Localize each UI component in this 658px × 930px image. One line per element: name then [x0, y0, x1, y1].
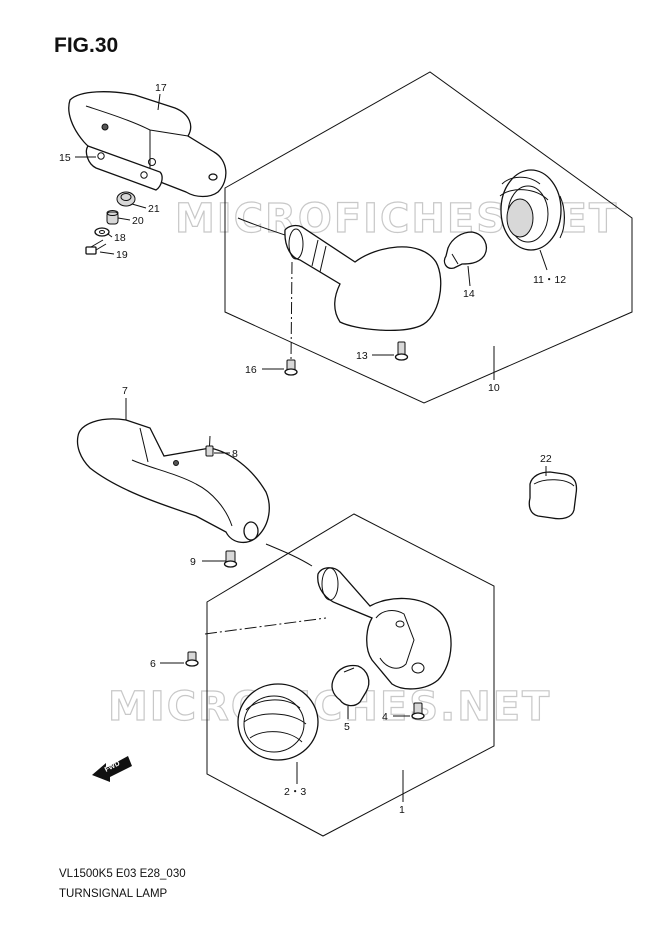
upper-assembly-outline: [224, 71, 633, 404]
model-code: VL1500K5 E03 E28_030: [59, 868, 186, 880]
bolt-19: [85, 239, 107, 255]
callout-21: 21: [148, 203, 160, 215]
callout-16: 16: [245, 364, 257, 376]
callout-19: 19: [116, 249, 128, 261]
callout-9: 9: [190, 556, 196, 568]
callout-17: 17: [155, 82, 167, 94]
upper-lamp-housing: [237, 217, 442, 332]
grommet-21: [116, 191, 136, 207]
callout-15: 15: [59, 152, 71, 164]
callout-22: 22: [540, 453, 552, 465]
screw-6: [185, 651, 199, 667]
spacer-20: [106, 210, 119, 225]
lower-lamp-housing: [265, 543, 452, 690]
callout-4: 4: [382, 711, 388, 723]
callout-13: 13: [356, 350, 368, 362]
callout-2-3: 2・3: [284, 786, 306, 798]
screw-13: [394, 341, 409, 361]
callout-14: 14: [463, 288, 475, 300]
screw-8: [205, 435, 214, 457]
lower-assembly-outline: [206, 513, 495, 837]
callout-11-12: 11・12: [533, 274, 566, 286]
callout-5: 5: [344, 721, 350, 733]
bulb-5: [331, 664, 370, 707]
washer-18: [94, 227, 110, 237]
figure-title: FIG.30: [54, 34, 118, 57]
relay-22: [528, 471, 578, 520]
bracket-7: [76, 418, 270, 543]
callout-7: 7: [122, 385, 128, 397]
bracket-17: [68, 91, 227, 198]
callout-20: 20: [132, 215, 144, 227]
plate-15: [85, 145, 163, 191]
lens-11-12: [499, 169, 565, 251]
alignment-line-lower: [204, 617, 327, 635]
callout-1: 1: [399, 804, 405, 816]
screw-9: [223, 550, 238, 568]
figure-caption: TURNSIGNAL LAMP: [59, 888, 168, 900]
fwd-arrow-icon: FWD: [92, 756, 132, 782]
leader-lines: [75, 93, 548, 802]
callout-18: 18: [114, 232, 126, 244]
screw-16: [284, 359, 298, 376]
lens-2-3: [237, 683, 319, 761]
callout-8: 8: [232, 448, 238, 460]
bulb-14: [443, 231, 487, 269]
callout-10: 10: [488, 382, 500, 394]
watermark-lower: MICROFICHES.NET: [108, 684, 551, 730]
alignment-line-upper: [290, 261, 293, 361]
callout-6: 6: [150, 658, 156, 670]
screw-4: [411, 702, 425, 720]
